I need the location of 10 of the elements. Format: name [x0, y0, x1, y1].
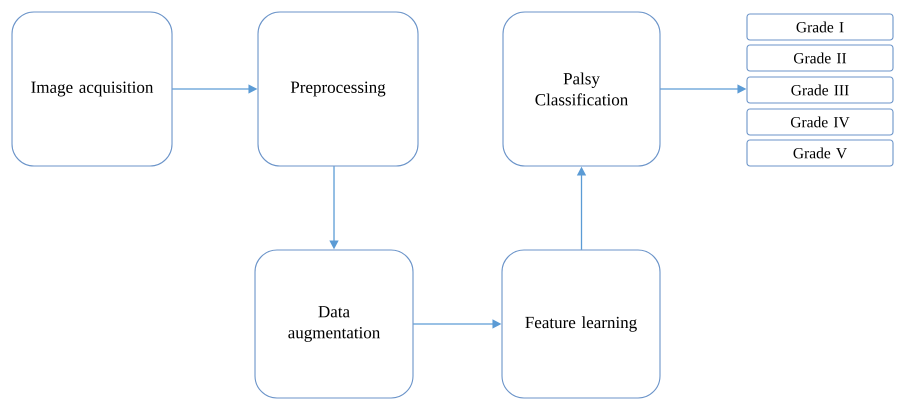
- process-box: Preprocessing: [257, 11, 419, 167]
- grade-box: Grade II: [746, 44, 894, 72]
- grade-box: Grade III: [746, 76, 894, 104]
- process-box: Image acquisition: [11, 11, 173, 167]
- process-box: Data augmentation: [254, 249, 414, 399]
- grade-box: Grade IV: [746, 108, 894, 136]
- grade-box: Grade I: [746, 13, 894, 41]
- process-box: Palsy Classification: [502, 11, 661, 167]
- process-box: Feature learning: [501, 249, 661, 399]
- grade-box: Grade V: [746, 139, 894, 167]
